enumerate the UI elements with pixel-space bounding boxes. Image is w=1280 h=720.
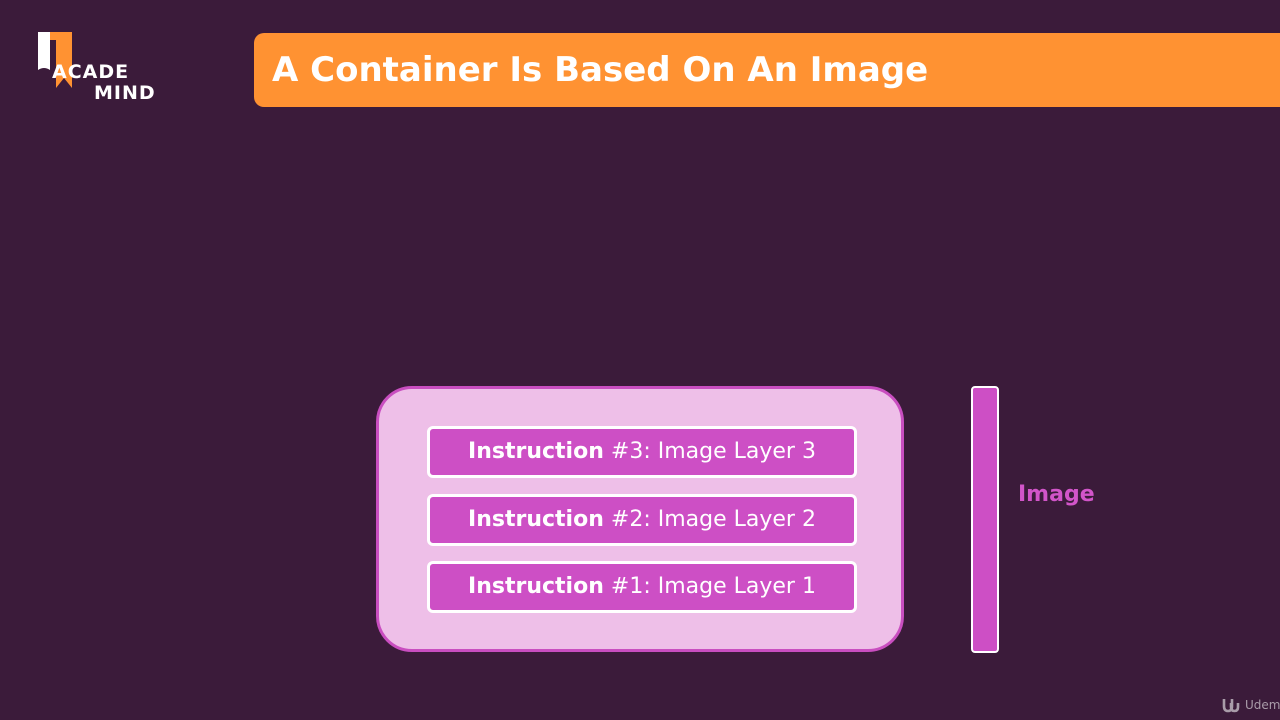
title-banner: A Container Is Based On An Image (254, 33, 1280, 107)
image-layer-2: Instruction #2: Image Layer 2 (427, 494, 857, 546)
logo-text-line2: MIND (94, 82, 156, 104)
container-box: Instruction #3: Image Layer 3 Instructio… (376, 386, 904, 652)
udemy-watermark: Udemy (1222, 695, 1280, 715)
layer-instruction-label: Instruction (468, 507, 604, 532)
slide-title: A Container Is Based On An Image (272, 50, 929, 90)
image-bracket-bar (971, 386, 999, 653)
layer-instruction-label: Instruction (468, 574, 604, 599)
book-logo-icon (38, 32, 72, 88)
image-layer-3: Instruction #3: Image Layer 3 (427, 426, 857, 478)
academind-logo: ACADE MIND (36, 30, 176, 110)
logo-text-line1: ACADE (52, 61, 130, 83)
layer-description: #3: Image Layer 3 (603, 439, 816, 464)
image-label: Image (1018, 482, 1095, 507)
image-layer-1: Instruction #1: Image Layer 1 (427, 561, 857, 613)
layer-instruction-label: Instruction (468, 439, 604, 464)
udemy-logo-icon (1222, 699, 1240, 713)
layer-description: #1: Image Layer 1 (603, 574, 816, 599)
udemy-watermark-text: Udemy (1245, 698, 1280, 712)
layer-description: #2: Image Layer 2 (603, 507, 816, 532)
